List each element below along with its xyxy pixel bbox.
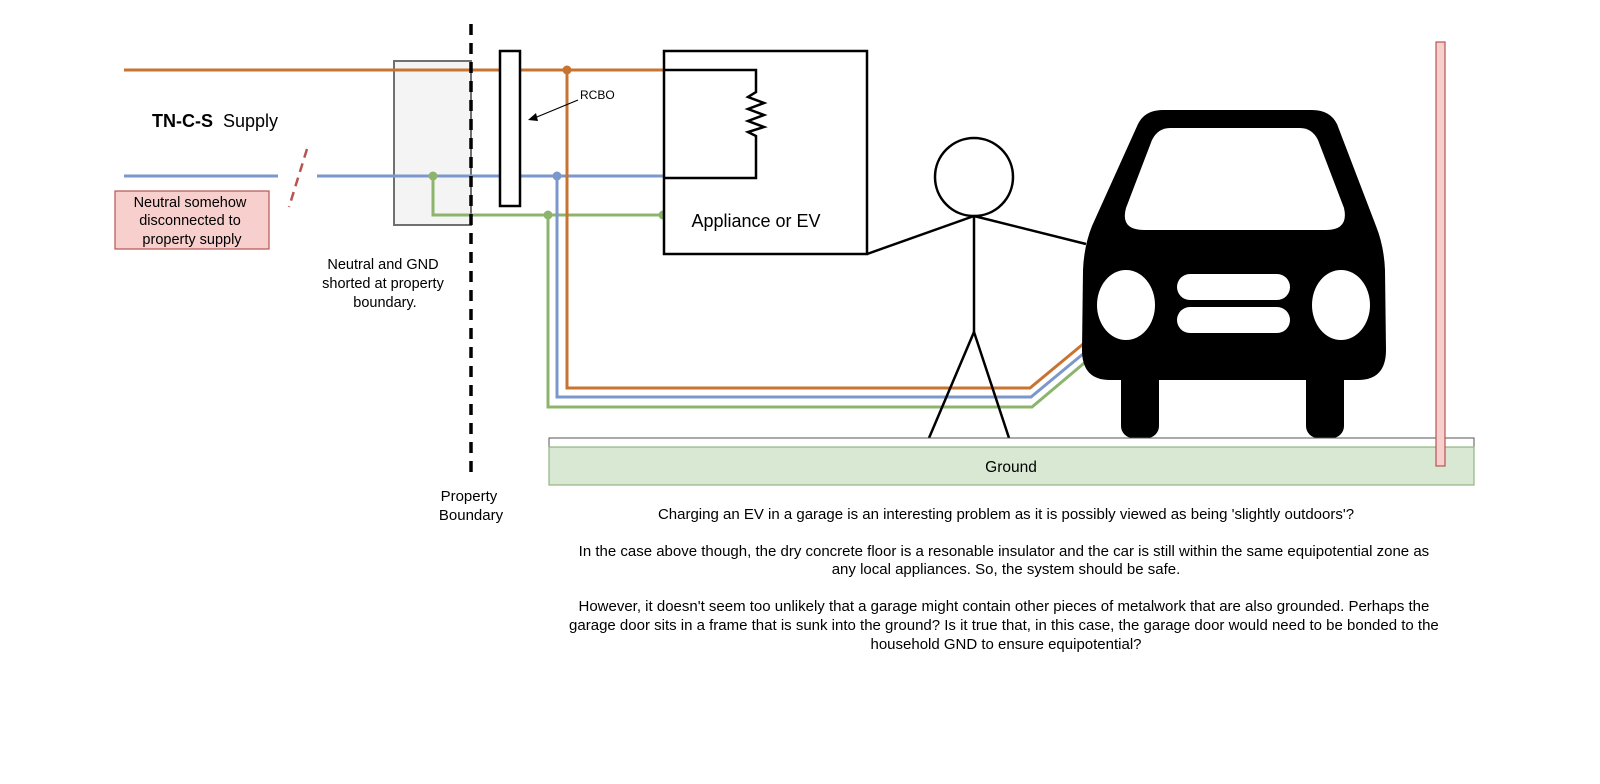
ground-area [548, 446, 1475, 486]
break-mark [287, 148, 309, 208]
car-left-headlight [1097, 270, 1155, 340]
live-junction [562, 65, 572, 75]
car-grille-upper [1177, 274, 1290, 300]
supply-type: TN-C-S [152, 111, 213, 131]
neutral-junction [552, 171, 562, 181]
earth-wire-ev [546, 215, 1090, 409]
person-left-leg [927, 331, 976, 439]
car-windshield [1124, 128, 1345, 230]
supply-word: Supply [223, 111, 278, 131]
earth-wire [431, 176, 663, 217]
person-head [933, 136, 1015, 218]
live-wire-ev [565, 70, 1089, 390]
neutral-wire-ev [555, 176, 1090, 399]
note-paragraph-1: Charging an EV in a garage is an interes… [658, 506, 1354, 523]
rcbo-label: RCBO [580, 88, 615, 102]
rcbo-arrowhead [528, 113, 538, 121]
person-left-arm [866, 214, 975, 256]
person-right-leg [972, 331, 1011, 439]
car-right-wheel [1306, 368, 1344, 438]
rcbo-pointer [531, 99, 579, 120]
neutral-disconnected-note: Neutral somehow disconnected to property… [134, 195, 251, 248]
ground-label: Ground [985, 459, 1037, 476]
neutral-earth-short-junction [428, 171, 438, 181]
note-paragraph-3: However, it doesn't seem too unlikely th… [569, 598, 1443, 653]
neutral-gnd-shorted-note: Neutral and GND shorted at property boun… [322, 257, 448, 311]
garage-door-frame [1435, 41, 1446, 467]
person [866, 136, 1087, 439]
car-grille-lower [1177, 307, 1290, 333]
rcbo-device [498, 49, 522, 208]
resistor-load [664, 68, 768, 180]
supply-title: TN-C-S Supply [152, 111, 278, 131]
electric-car [1082, 110, 1386, 438]
concrete-floor [548, 437, 1475, 448]
neutral-disconnected-note-box [114, 190, 270, 250]
car-left-wheel [1121, 368, 1159, 438]
car-right-headlight [1312, 270, 1370, 340]
property-boundary-label: Property Boundary [439, 488, 504, 524]
person-right-arm [973, 214, 1087, 246]
earth-junction [543, 210, 553, 220]
note-paragraph-2: In the case above though, the dry concre… [579, 543, 1434, 578]
appliance-box [662, 49, 869, 256]
appliance-label: Appliance or EV [691, 211, 820, 231]
